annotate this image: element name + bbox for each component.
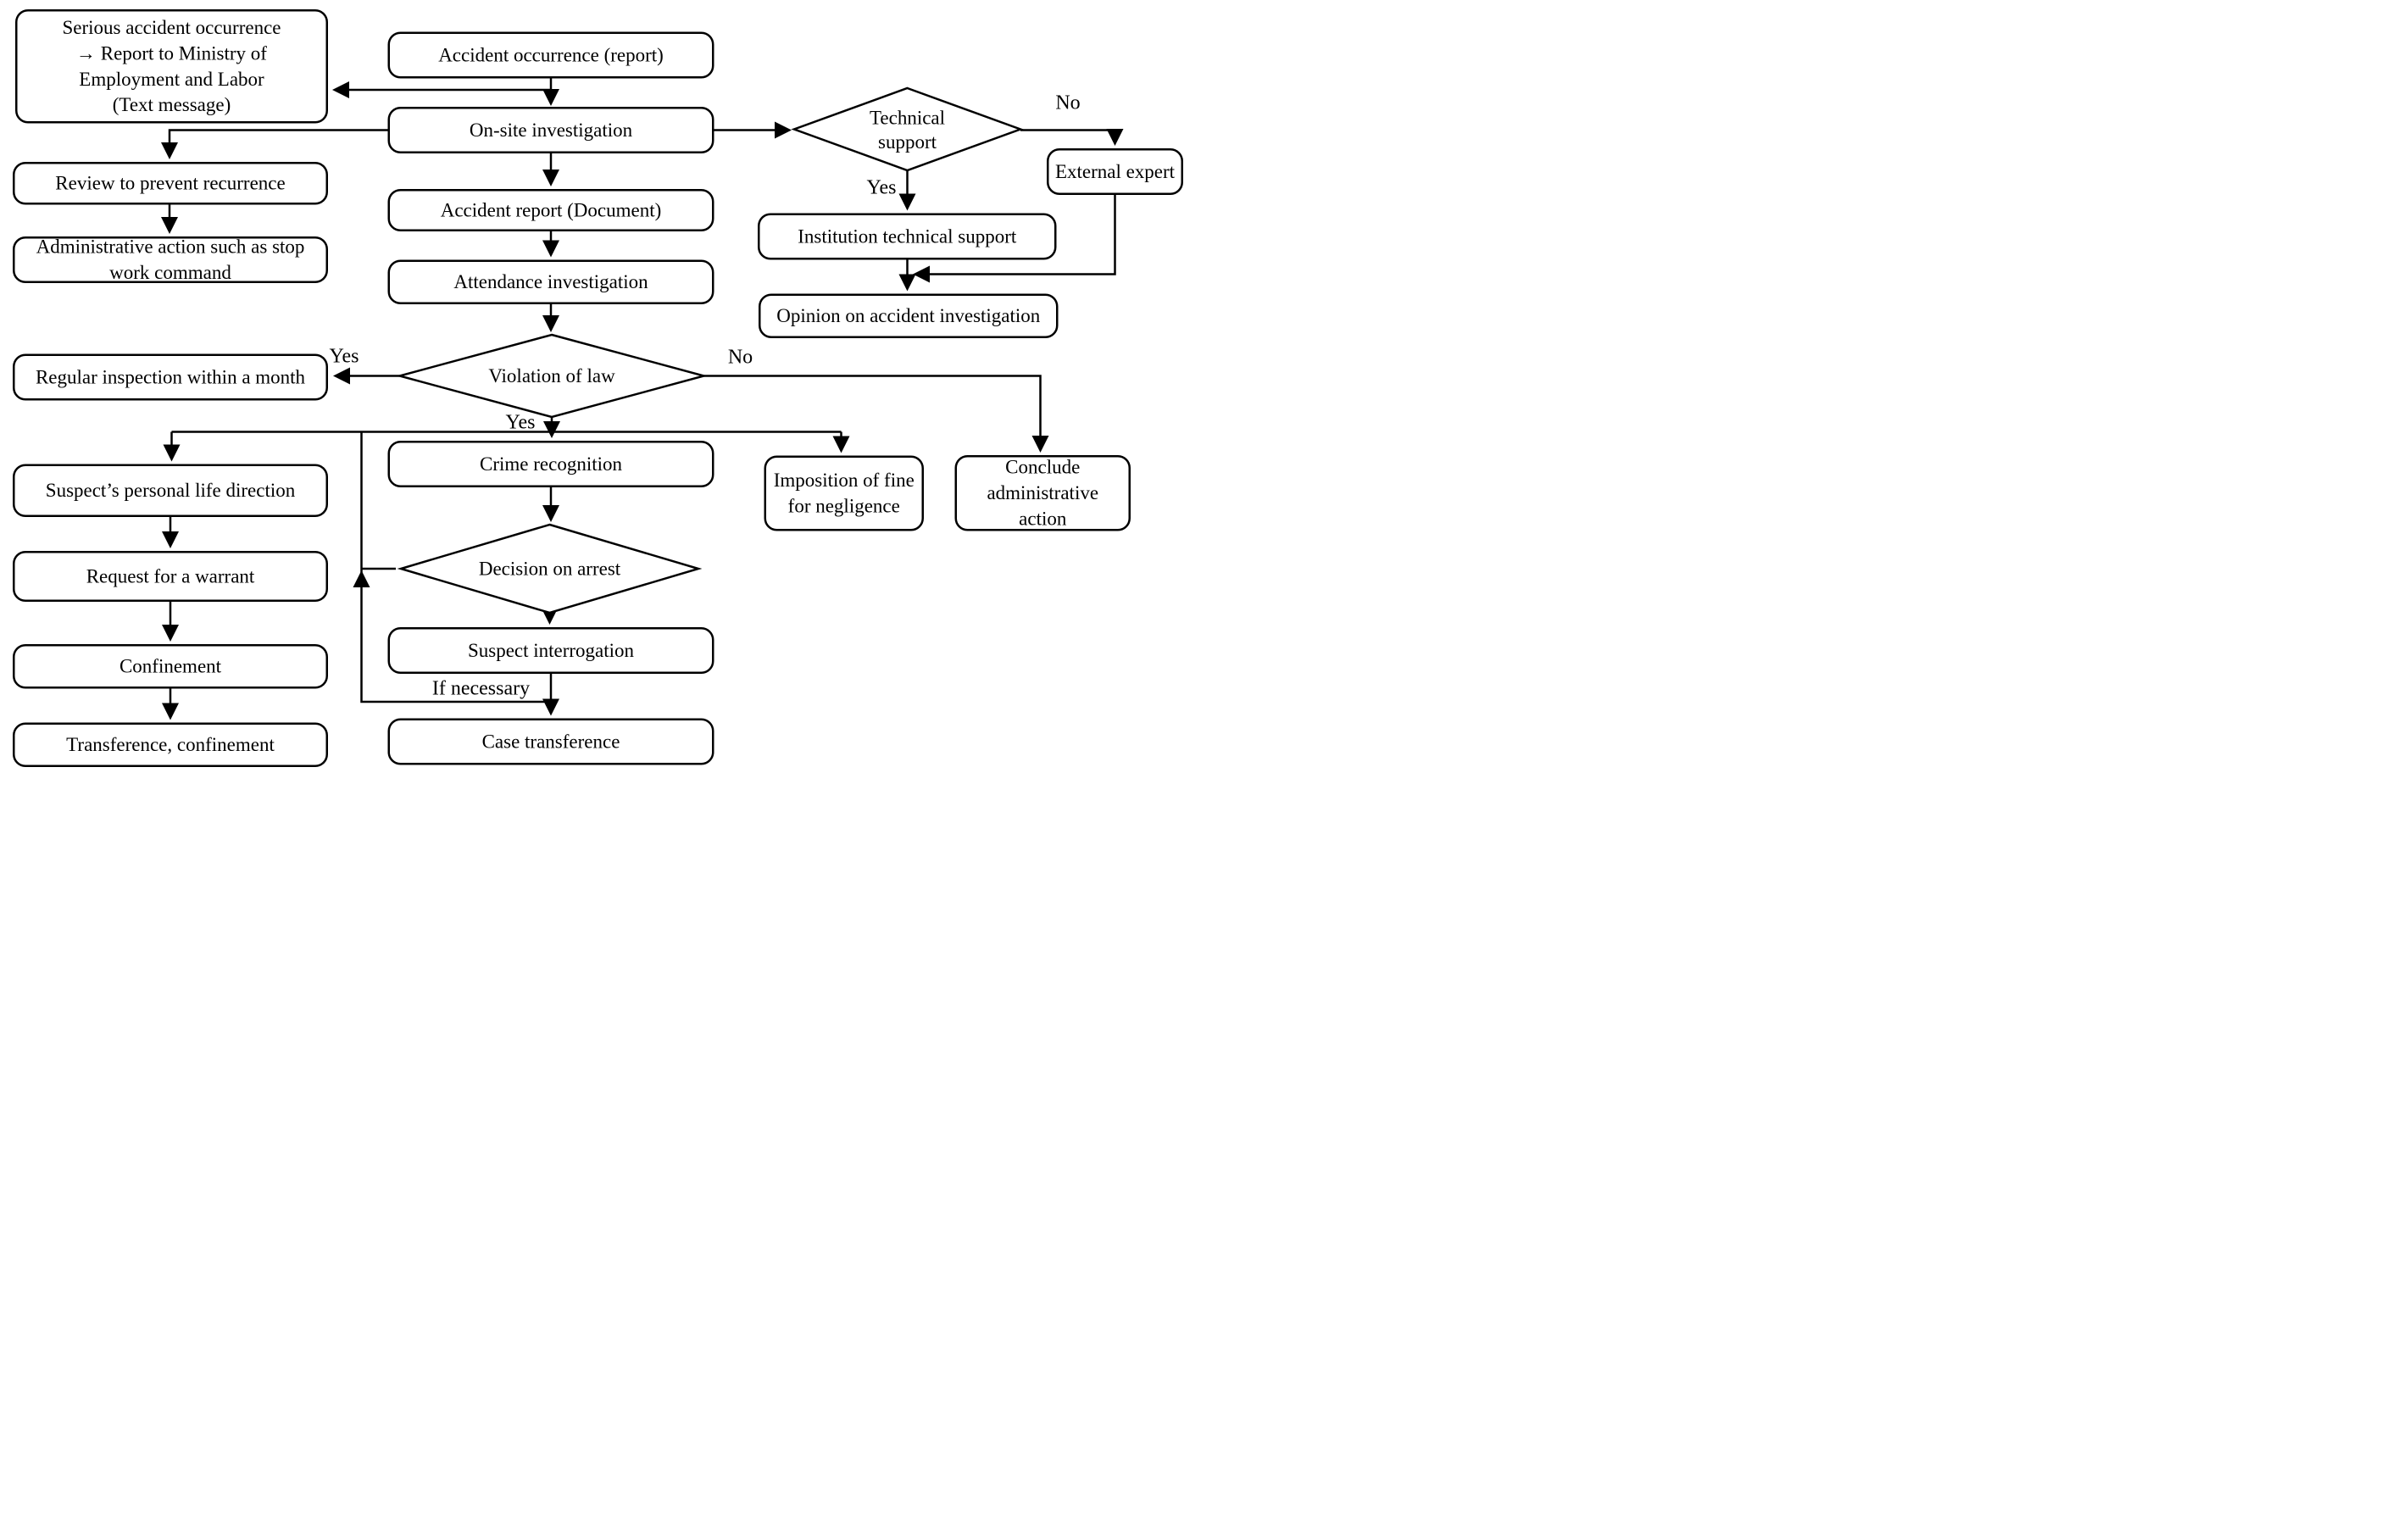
node-review-prevent-recurrence: Review to prevent recurrence xyxy=(13,162,328,205)
node-accident-occurrence: Accident occurrence (report) xyxy=(387,31,714,79)
node-transference-confinement: Transference, confinement xyxy=(13,722,328,767)
decision-technical-support-shape xyxy=(791,86,1024,172)
edge-tech-no-to-external xyxy=(1020,129,1124,146)
node-confinement: Confinement xyxy=(13,644,328,689)
decision-on-arrest-label: Decision on arrest xyxy=(478,558,621,580)
node-imposition-of-fine: Imposition of fine for negligence xyxy=(764,455,924,531)
node-suspect-personal-life: Suspect’s personal life direction xyxy=(13,464,328,517)
decision-violation-of-law-label: Violation of law xyxy=(488,364,615,387)
node-accident-report-document: Accident report (Document) xyxy=(387,189,714,231)
edge-label-tech-yes: Yes xyxy=(866,175,897,198)
node-request-warrant: Request for a warrant xyxy=(13,551,328,602)
node-case-transference: Case transference xyxy=(387,718,714,765)
connector-layer xyxy=(161,78,1124,720)
flowchart-canvas: Serious accident occurrence → Report to … xyxy=(0,0,1192,770)
flowchart-viewport: Serious accident occurrence → Report to … xyxy=(0,0,1192,770)
edge-label-tech-no: No xyxy=(1055,91,1081,114)
decision-technical-support-label: Technical support xyxy=(869,106,946,153)
node-external-expert: External expert xyxy=(1047,148,1183,195)
edge-external-to-merge xyxy=(913,195,1116,283)
edge-onsite-to-review xyxy=(161,129,389,159)
decision-violation-of-law-shape xyxy=(395,333,709,419)
node-opinion-accident-investigation: Opinion on accident investigation xyxy=(759,293,1059,338)
node-administrative-action: Administrative action such as stop work … xyxy=(13,236,328,283)
node-suspect-interrogation: Suspect interrogation xyxy=(387,627,714,674)
edge-label-violation-yes-down: Yes xyxy=(505,410,536,433)
node-serious-accident-report: Serious accident occurrence → Report to … xyxy=(15,9,328,124)
node-institution-technical-support: Institution technical support xyxy=(758,213,1057,260)
edge-label-violation-yes-left: Yes xyxy=(329,344,359,367)
node-regular-inspection: Regular inspection within a month xyxy=(13,353,328,401)
edge-label-if-necessary: If necessary xyxy=(431,676,531,699)
edge-label-violation-no: No xyxy=(727,345,753,368)
edge-if-necessary-feedback xyxy=(353,570,551,703)
node-crime-recognition: Crime recognition xyxy=(387,441,714,487)
node-attendance-investigation: Attendance investigation xyxy=(387,259,714,304)
decision-on-arrest-shape xyxy=(397,523,703,614)
node-conclude-administrative-action: Conclude administrative action xyxy=(954,455,1131,531)
node-onsite-investigation: On-site investigation xyxy=(387,107,714,153)
edge-violation-no-to-conclude xyxy=(703,375,1049,453)
